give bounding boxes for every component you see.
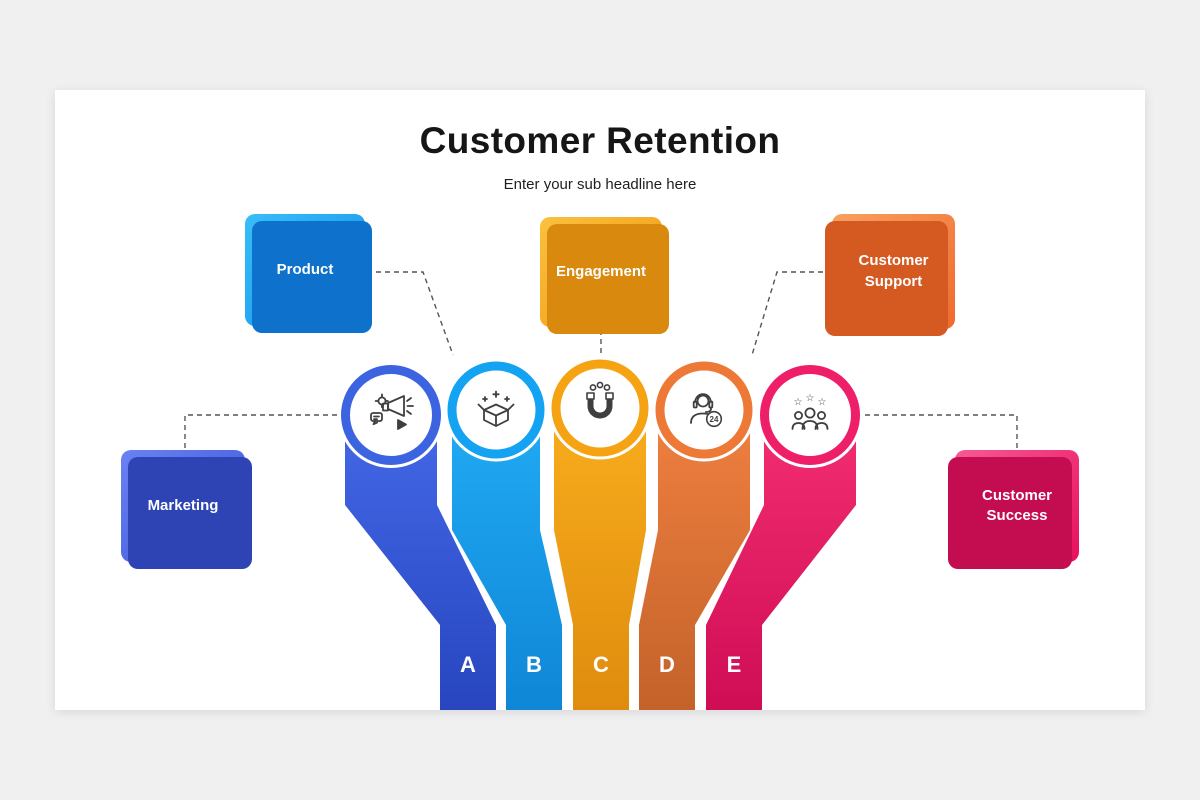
icon-circle-e xyxy=(760,365,860,465)
connector-customer-support xyxy=(751,271,832,356)
star-icon: ☆ xyxy=(818,397,827,408)
funnel-bar-letter-b: B xyxy=(526,652,542,677)
funnel-bar-letter-a: A xyxy=(460,652,476,677)
connector-marketing xyxy=(184,414,337,448)
team-stars-icon: ☆ ☆ ☆ xyxy=(791,393,829,430)
star-icon: ☆ xyxy=(806,393,815,404)
open-box-celebration-icon xyxy=(477,390,515,427)
topic-box-engagement: Engagement xyxy=(540,217,662,327)
funnel-column-b xyxy=(452,410,562,710)
icon-circle-a xyxy=(341,365,441,465)
connector-customer-success xyxy=(863,414,1018,448)
topic-box-customer-success-label: Customer Success xyxy=(981,486,1052,524)
icon-circle-b xyxy=(447,361,545,459)
topic-box-marketing: Marketing xyxy=(121,450,245,562)
funnel-column-c xyxy=(554,408,646,710)
star-icon: ☆ xyxy=(794,397,803,408)
topic-box-engagement-label: Engagement xyxy=(555,262,646,280)
slide-title: Customer Retention xyxy=(419,120,781,161)
topic-box-product-label: Product xyxy=(276,260,334,278)
badge-24-label: 24 xyxy=(710,415,719,424)
funnel-bar-letter-d: D xyxy=(659,652,675,677)
magnet-attraction-icon xyxy=(586,381,614,419)
funnel-column-e xyxy=(706,415,856,710)
slide-canvas: Customer Retention Enter your sub headli… xyxy=(55,90,1145,710)
funnel-column-d xyxy=(639,410,750,710)
icon-circle-c xyxy=(551,359,649,457)
funnel-diagram: 24 ☆ ☆ ☆ xyxy=(184,271,1018,710)
topic-box-product: Product xyxy=(245,214,365,326)
topic-box-customer-success: Customer Success xyxy=(955,450,1079,562)
support-agent-icon: 24 xyxy=(690,393,723,428)
topic-box-customer-support: Customer Support xyxy=(832,214,955,329)
connector-product xyxy=(367,271,454,356)
slide-subtitle: Enter your sub headline here xyxy=(503,176,697,193)
topic-box-customer-support-label: Customer Support xyxy=(858,252,929,290)
funnel-column-a xyxy=(345,415,496,710)
icon-circle-d xyxy=(655,361,753,459)
funnel-bar-letter-c: C xyxy=(593,652,609,677)
topic-box-marketing-label: Marketing xyxy=(147,496,219,514)
megaphone-gear-icon xyxy=(370,393,414,430)
funnel-bar-letter-e: E xyxy=(726,652,742,677)
